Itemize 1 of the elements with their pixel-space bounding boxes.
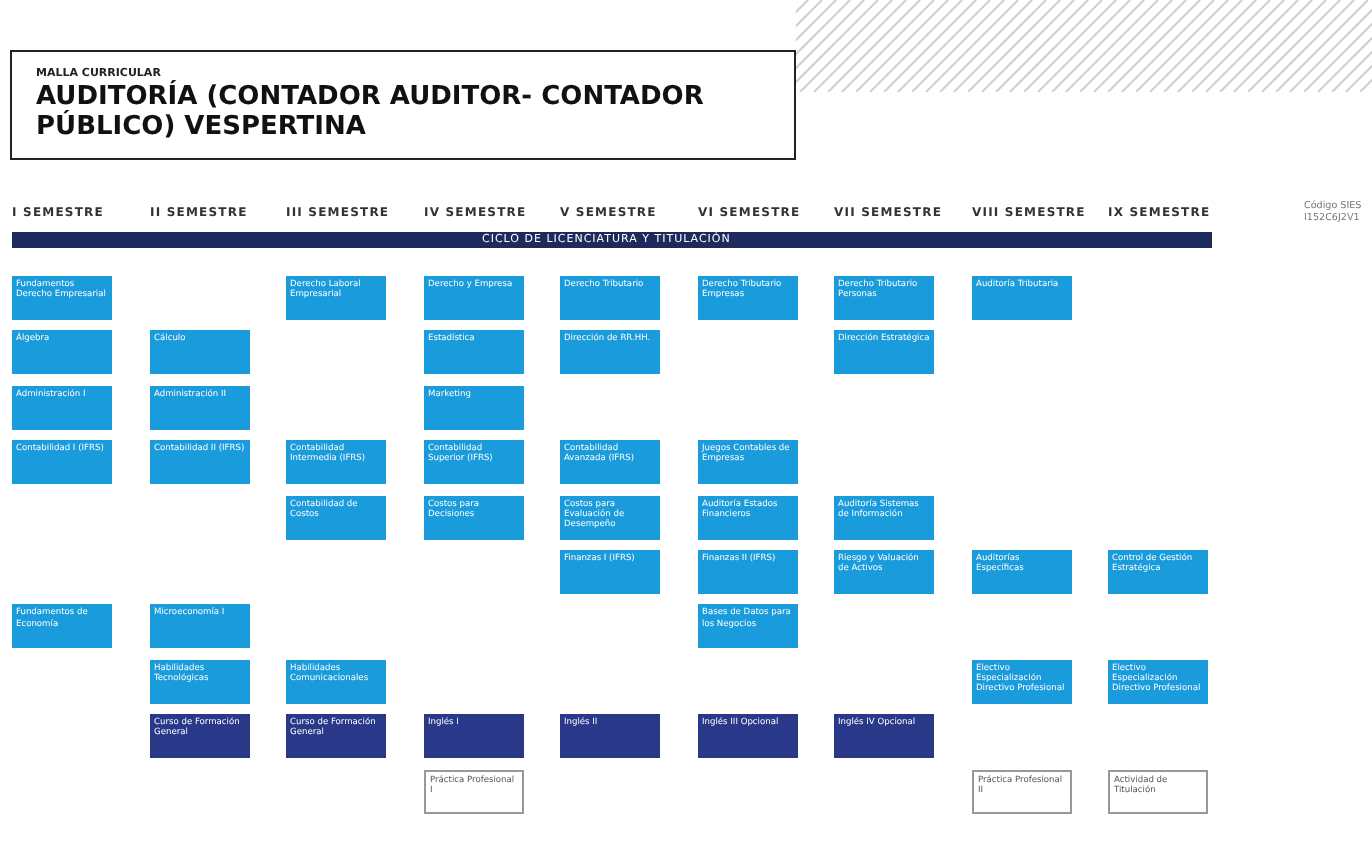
title: AUDITORÍA (CONTADOR AUDITOR- CONTADOR PÚBLICO) VESPERTINA [36, 82, 706, 142]
